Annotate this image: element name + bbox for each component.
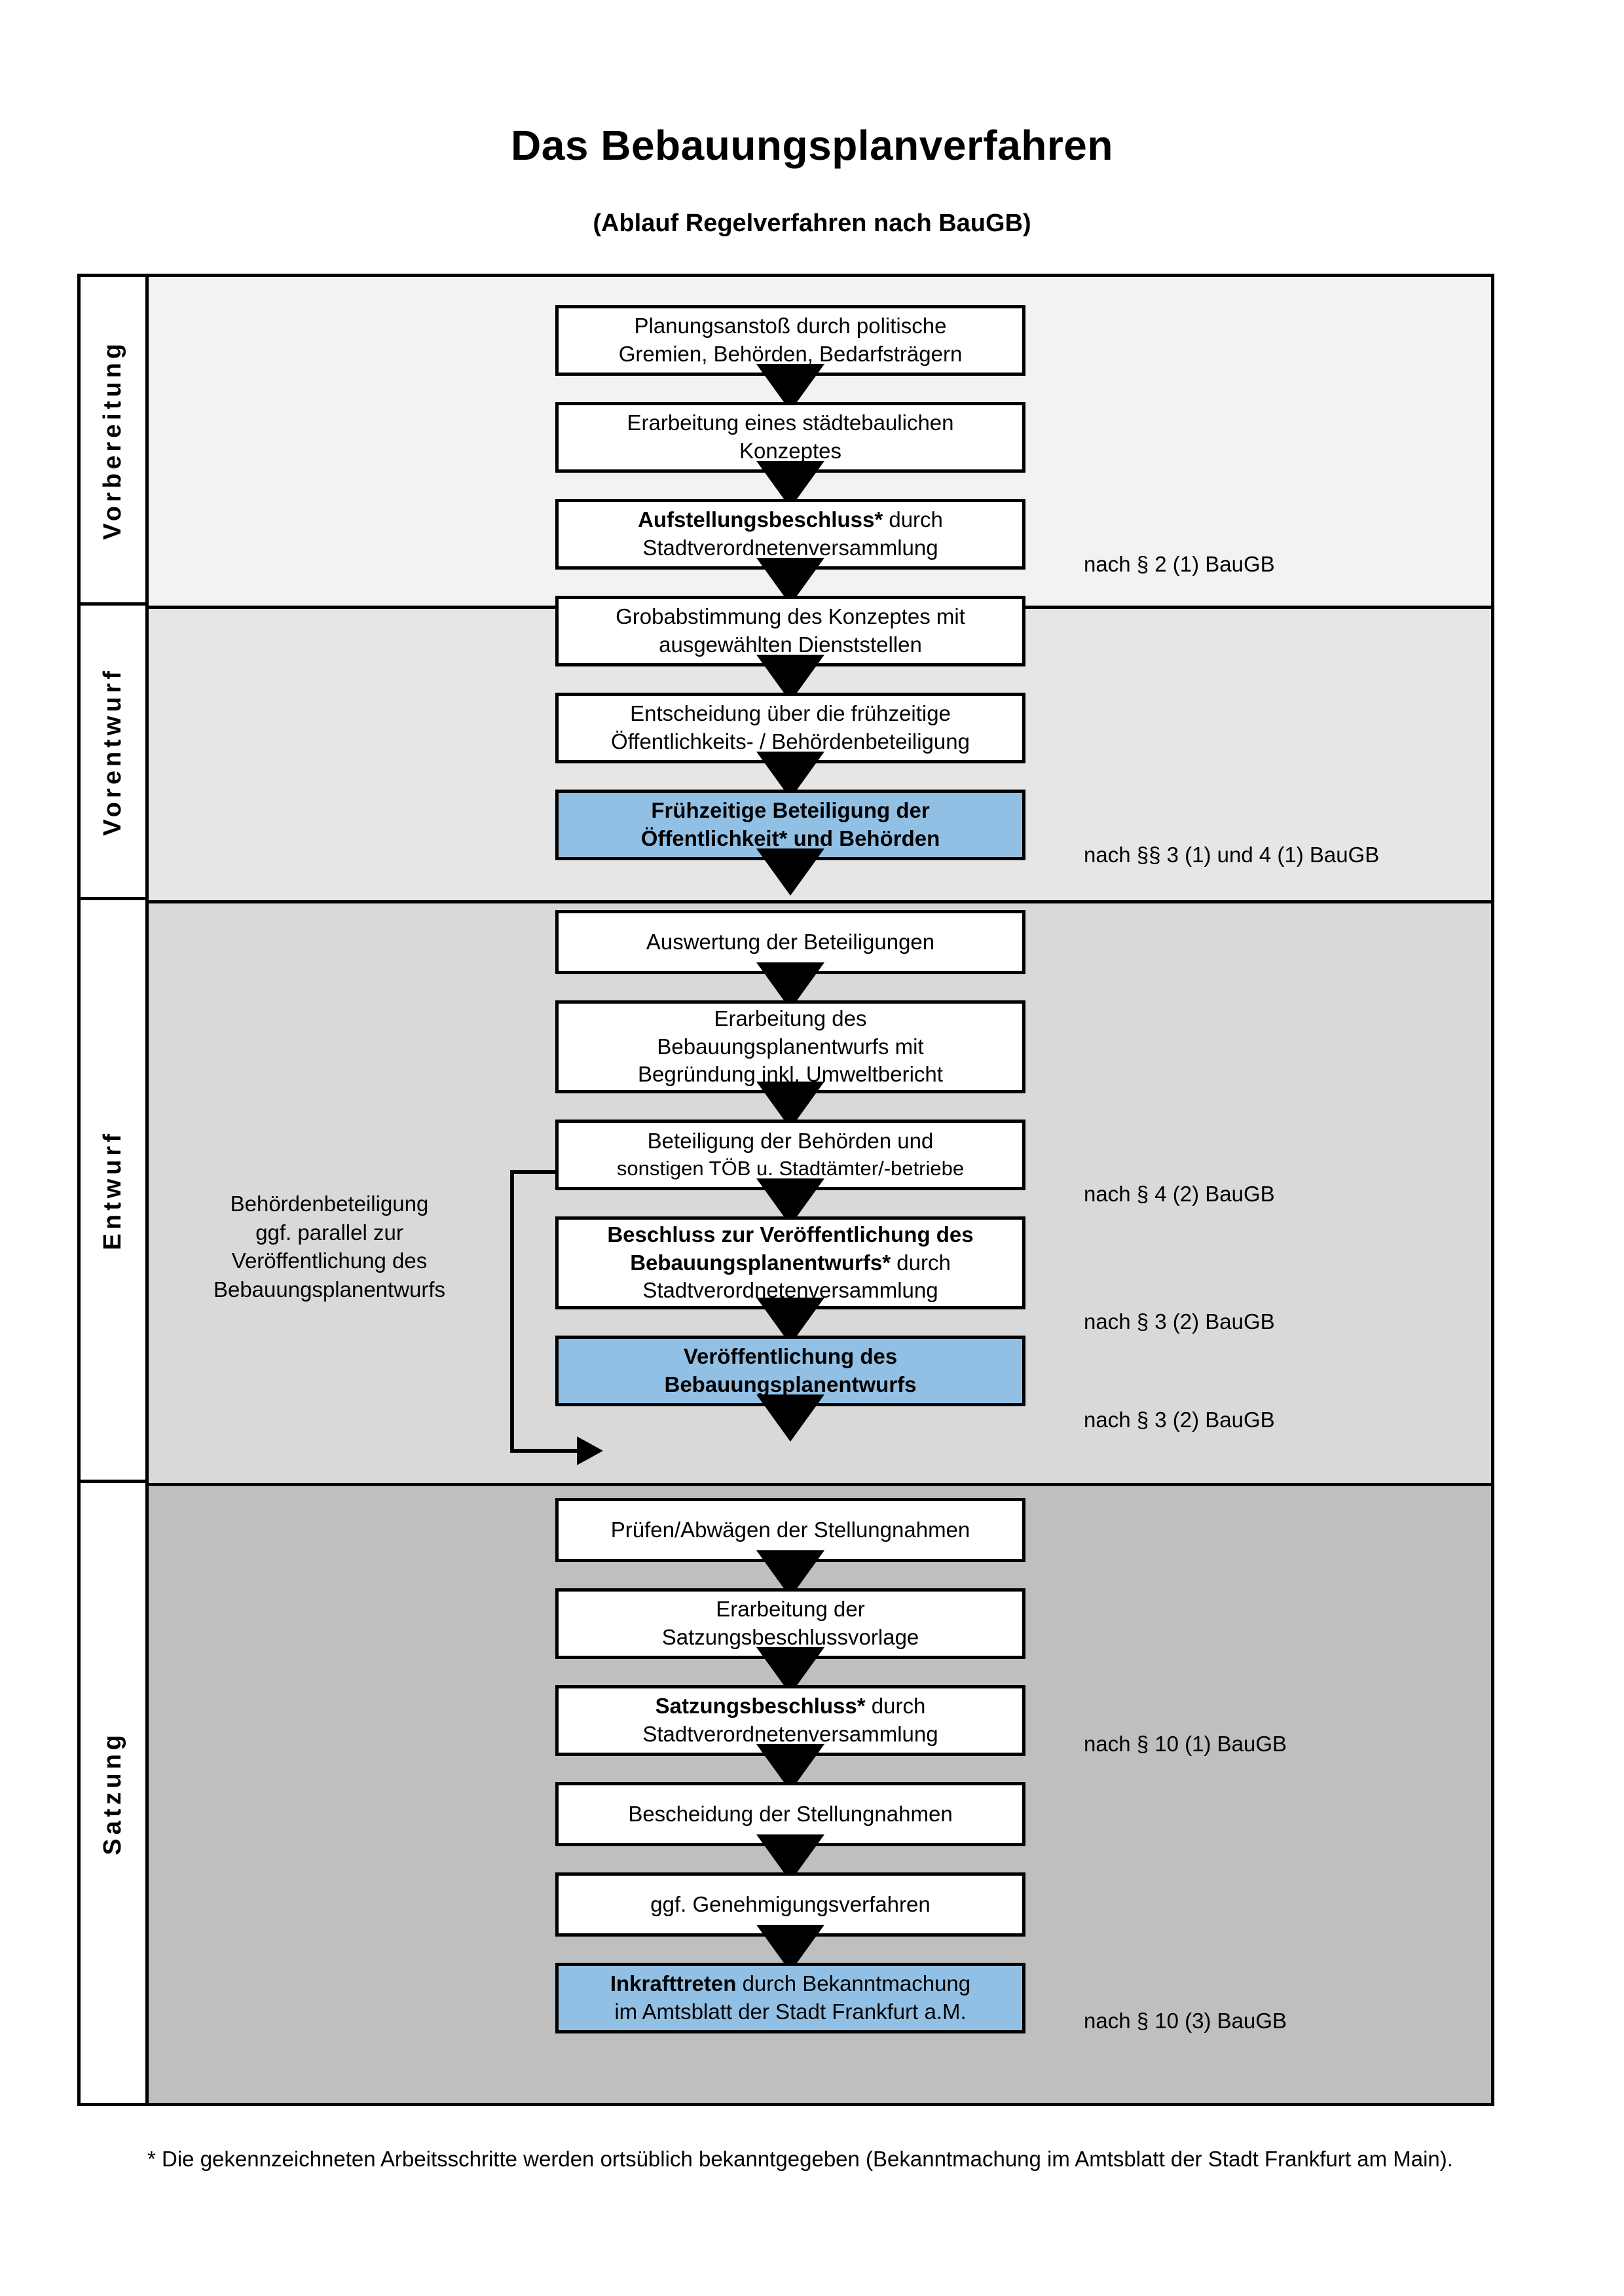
flow-node-erarbeitung-bebauungsplanentwurf[interactable]: Erarbeitung des Bebauungsplanentwurfs mi… — [555, 1000, 1025, 1093]
node-line-bold: Inkrafttreten — [610, 1971, 737, 1996]
node-line: Grobabstimmung des Konzeptes mit — [616, 604, 965, 629]
band-separator-2 — [149, 900, 1491, 903]
flow-node-beschluss-veroeffentlichung[interactable]: Beschluss zur Veröffentlichung des Bebau… — [555, 1216, 1025, 1309]
branch-connector-vertical — [510, 1170, 514, 1453]
node-line: sonstigen TÖB u. Stadtämter/-betriebe — [616, 1157, 965, 1180]
node-line: Öffentlichkeits- / Behördenbeteiligung — [611, 729, 970, 754]
side-note-line: Veröffentlichung des — [231, 1248, 428, 1273]
node-line: Bebauungsplanentwurfs mit — [657, 1034, 924, 1059]
node-line-bold: Bebauungsplanentwurfs* — [630, 1250, 891, 1275]
page-title: Das Bebauungsplanverfahren — [511, 122, 1113, 169]
side-note-line: Bebauungsplanentwurfs — [213, 1277, 446, 1302]
branch-connector-top — [510, 1170, 563, 1174]
flow-node-grobabstimmung[interactable]: Grobabstimmung des Konzeptes mit ausgewä… — [555, 596, 1025, 666]
side-note-line: Behördenbeteiligung — [230, 1192, 429, 1216]
branch-connector-bottom — [510, 1449, 578, 1453]
node-line-suffix: durch Bekanntmachung — [736, 1971, 971, 1996]
node-line-suffix: durch — [891, 1250, 951, 1275]
phase-label-text: Satzung — [99, 1730, 126, 1855]
node-line: Inkrafttreten durch Bekanntmachung — [610, 1970, 970, 1998]
node-line-suffix: durch — [883, 507, 943, 532]
side-note-line: ggf. parallel zur — [255, 1220, 403, 1245]
phase-label-satzung: Satzung — [81, 1483, 149, 2103]
node-line: im Amtsblatt der Stadt Frankfurt a.M. — [614, 1999, 967, 2024]
node-line: Veröffentlichung des — [683, 1344, 898, 1369]
node-line: Planungsanstoß durch politische — [634, 314, 947, 338]
law-ref-2-1: nach § 2 (1) BauGB — [1084, 552, 1275, 576]
phase-label-vorentwurf: Vorentwurf — [81, 606, 149, 900]
phase-label-text: Entwurf — [99, 1129, 126, 1250]
node-line: Konzeptes — [739, 439, 841, 463]
footnote: * Die gekennzeichneten Arbeitsschritte w… — [147, 2147, 1453, 2171]
node-line: Öffentlichkeit* und Behörden — [640, 826, 940, 850]
node-line: Beschluss zur Veröffentlichung des — [607, 1222, 974, 1247]
node-line: Bebauungsplanentwurfs — [664, 1372, 917, 1396]
band-separator-3 — [149, 1483, 1491, 1486]
node-line: Bebauungsplanentwurfs* durch — [630, 1249, 951, 1277]
node-line: Entscheidung über die frühzeitige — [630, 701, 951, 726]
law-ref-10-1: nach § 10 (1) BauGB — [1084, 1732, 1287, 1756]
page-subtitle: (Ablauf Regelverfahren nach BauGB) — [593, 210, 1031, 237]
node-line-suffix: durch — [865, 1694, 926, 1719]
flow-arrow-down-icon — [756, 1394, 824, 1442]
node-line: Beteiligung der Behörden und — [647, 1129, 934, 1154]
side-note-behoerdenbeteiligung: Behördenbeteiligung ggf. parallel zur Ve… — [166, 1190, 493, 1303]
node-line: ausgewählten Dienststellen — [659, 632, 922, 657]
node-line: Prüfen/Abwägen der Stellungnahmen — [610, 1517, 970, 1542]
node-line: Satzungsbeschlussvorlage — [661, 1625, 919, 1649]
phase-label-text: Vorentwurf — [99, 666, 126, 836]
node-line: ggf. Genehmigungsverfahren — [650, 1891, 931, 1916]
node-line: Stadtverordnetenversammlung — [642, 1722, 938, 1746]
node-line: Bescheidung der Stellungnahmen — [628, 1801, 953, 1826]
node-line-bold: Satzungsbeschluss* — [655, 1694, 866, 1719]
phase-label-text: Vorbereitung — [99, 339, 126, 540]
node-line: Satzungsbeschluss* durch — [655, 1692, 926, 1721]
node-line: Erarbeitung des — [714, 1006, 867, 1030]
law-ref-3-2-b: nach § 3 (2) BauGB — [1084, 1408, 1275, 1432]
law-ref-3-1-4-1: nach §§ 3 (1) und 4 (1) BauGB — [1084, 843, 1380, 867]
node-line: Auswertung der Beteiligungen — [646, 929, 935, 954]
node-line: Erarbeitung der — [716, 1597, 865, 1622]
law-ref-3-2-a: nach § 3 (2) BauGB — [1084, 1309, 1275, 1334]
node-line: Gremien, Behörden, Bedarfsträgern — [618, 342, 963, 366]
law-ref-4-2: nach § 4 (2) BauGB — [1084, 1182, 1275, 1206]
node-line-bold: Aufstellungsbeschluss* — [638, 507, 883, 532]
node-line: Aufstellungsbeschluss* durch — [638, 506, 943, 534]
node-line: Erarbeitung eines städtebaulichen — [627, 410, 954, 435]
flow-arrow-down-icon — [756, 848, 824, 896]
flow-node-inkrafttreten[interactable]: Inkrafttreten durch Bekanntmachung im Am… — [555, 1963, 1025, 2033]
node-line: Stadtverordnetenversammlung — [642, 536, 938, 560]
phase-label-vorbereitung: Vorbereitung — [81, 277, 149, 606]
phase-label-entwurf: Entwurf — [81, 900, 149, 1483]
node-line: Frühzeitige Beteiligung der — [651, 798, 930, 823]
law-ref-10-3: nach § 10 (3) BauGB — [1084, 2009, 1287, 2033]
branch-arrow-head-icon — [577, 1436, 603, 1465]
